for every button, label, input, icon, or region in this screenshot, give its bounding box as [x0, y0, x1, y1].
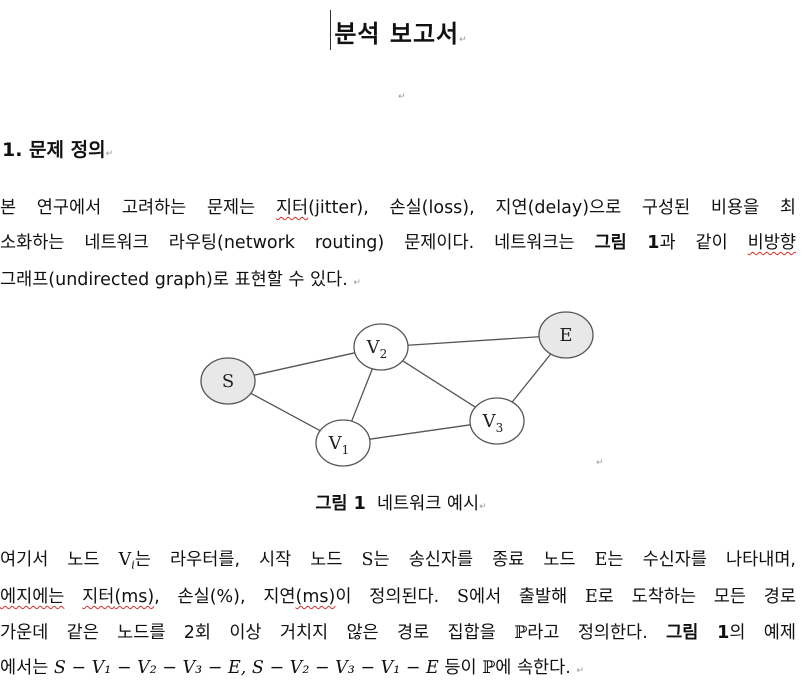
figure-caption: 그림 1 네트워크 예시↵ — [0, 490, 802, 515]
spellcheck-word[interactable]: (ms) — [295, 587, 336, 607]
paragraph-mark-icon: ↵ — [398, 92, 406, 102]
math-path: S − V₁ − V₂ − V₃ − E, — [53, 658, 247, 678]
math-symbol: E — [585, 587, 598, 607]
text-run — [64, 587, 82, 607]
svg-text:S: S — [222, 371, 234, 392]
paragraph-mark-icon: ↵ — [576, 666, 584, 676]
spellcheck-word[interactable]: 비방향 — [747, 233, 796, 253]
spellcheck-word[interactable]: 에지에는 — [0, 587, 65, 607]
math-subscript: i — [131, 557, 135, 572]
text-run: 에 속한다. — [495, 658, 571, 678]
caption-label: 그림 1 — [315, 494, 366, 514]
graph-edge-S-V1 — [250, 392, 321, 432]
paragraph2-line1: 여기서 노드 Vi는 라우터를, 시작 노드 S는 송신자를 종료 노드 E는 … — [0, 548, 796, 572]
graph-node-S: S — [200, 357, 256, 405]
graph-node-E: E — [538, 311, 594, 359]
paragraph-mark-icon: ↵ — [479, 502, 487, 512]
graph-edge-V2-E — [407, 336, 540, 346]
text-run: 는 수신자를 나타내며, — [607, 550, 796, 570]
text-run: 본 연구에서 고려하는 문제는 — [0, 198, 276, 218]
text-run: 에서 출발해 — [468, 587, 585, 607]
math-symbol: S — [361, 550, 374, 570]
text-run: 가운데 같은 노드를 2회 이상 거치지 않은 경로 집합을 — [0, 623, 515, 643]
graph-edge-V1-V2 — [351, 368, 373, 422]
math-symbol: ℙ — [514, 623, 528, 643]
graph-node-V1: V1 — [315, 419, 371, 467]
graph-edge-V1-V3 — [369, 424, 471, 440]
text-run: 는 라우터를, 시작 노드 — [134, 550, 362, 570]
document-title: 분석 보고서↵ — [0, 14, 802, 49]
paragraph-mark-icon: ↵ — [459, 35, 468, 45]
math-symbol: ℙ — [482, 658, 496, 678]
paragraph1-line3: 그래프(undirected graph)로 표현할 수 있다. ↵ — [0, 268, 361, 295]
text-run: 의 예제 — [729, 623, 796, 643]
paragraph2-line4: 에서는 S − V₁ − V₂ − V₃ − E, S − V₂ − V₃ − … — [0, 656, 584, 683]
text-run: 과 같이 — [659, 233, 748, 253]
caption-text: 네트워크 예시 — [376, 494, 480, 514]
paragraph1-line1: 본 연구에서 고려하는 문제는 지터(jitter), 손실(loss), 지연… — [0, 196, 796, 220]
text-run: (jitter), 손실(loss), 지연(delay)으로 구성된 비용을 … — [308, 198, 797, 218]
figure-reference: 그림 1 — [666, 623, 730, 643]
text-cursor — [330, 10, 331, 50]
text-run: 그래프(undirected graph)로 표현할 수 있다. — [0, 270, 348, 290]
text-run: 에서는 — [0, 658, 54, 678]
math-symbol: E — [594, 550, 608, 570]
spellcheck-word[interactable]: 지터 — [275, 198, 309, 218]
text-run: 라고 정의한다. — [527, 623, 667, 643]
math-vi: Vi — [119, 550, 135, 570]
title-text: 분석 보고서 — [334, 20, 460, 48]
math-symbol: S — [456, 587, 469, 607]
graph-edge-V2-V3 — [402, 360, 476, 408]
svg-text:E: E — [559, 325, 572, 346]
section-heading-text: 1. 문제 정의 — [2, 139, 106, 161]
graph-edge-V3-E — [511, 353, 552, 403]
spellcheck-word[interactable]: (ms) — [114, 587, 155, 607]
spellcheck-word[interactable]: 지터 — [82, 587, 115, 607]
graph-node-V3: V3 — [469, 397, 525, 445]
text-run: , 손실(%), 지연 — [154, 587, 296, 607]
paragraph-mark-icon: ↵ — [596, 458, 604, 468]
paragraph2-line2: 에지에는 지터(ms), 손실(%), 지연(ms)이 정의된다. S에서 출발… — [0, 585, 796, 609]
math-symbol: V — [118, 550, 132, 570]
text-run: 여기서 노드 — [0, 550, 119, 570]
graph-edge-S-V2 — [253, 352, 356, 376]
paragraph2-line3: 가운데 같은 노드를 2회 이상 거치지 않은 경로 집합을 ℙ라고 정의한다.… — [0, 621, 796, 645]
text-run: 로 도착하는 모든 경로 — [597, 587, 796, 607]
paragraph1-line2: 소화하는 네트워크 라우팅(network routing) 문제이다. 네트워… — [0, 231, 796, 255]
paragraph-mark-icon: ↵ — [353, 278, 361, 288]
text-run: 소화하는 네트워크 라우팅(network routing) 문제이다. 네트워… — [0, 233, 595, 253]
section-heading: 1. 문제 정의↵ — [2, 135, 113, 162]
text-run: 는 송신자를 종료 노드 — [373, 550, 595, 570]
math-path: S − V₂ − V₃ − V₁ − E — [251, 658, 439, 678]
text-run: 이 정의된다. — [335, 587, 457, 607]
paragraph-mark-icon: ↵ — [105, 149, 114, 159]
text-run: 등이 — [438, 658, 483, 678]
graph-node-V2: V2 — [353, 323, 409, 371]
figure-reference: 그림 1 — [594, 233, 660, 253]
